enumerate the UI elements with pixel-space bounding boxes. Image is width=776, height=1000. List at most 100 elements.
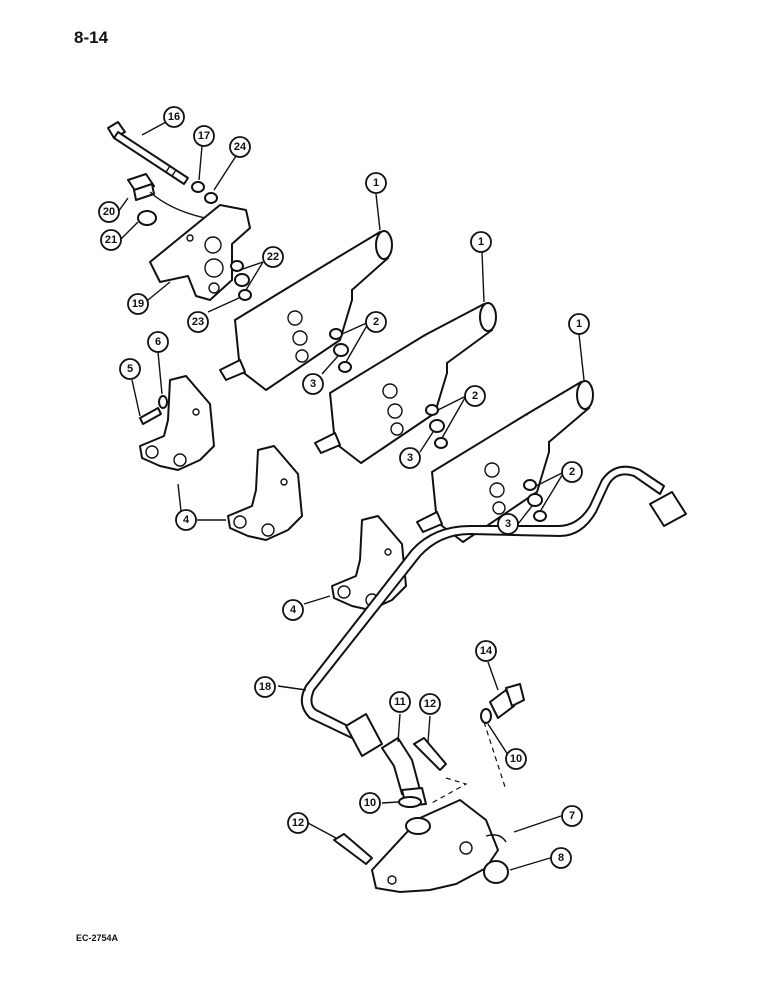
- end-cover-19: [149, 191, 251, 301]
- svg-text:2: 2: [569, 466, 575, 478]
- callout-23: 23: [187, 311, 209, 333]
- capscrew-12a: [413, 737, 447, 771]
- svg-text:17: 17: [198, 130, 210, 142]
- svg-text:3: 3: [505, 518, 511, 530]
- leader-lines: [117, 121, 585, 871]
- capscrew-12b: [333, 833, 373, 865]
- callout-2c: 2: [561, 461, 583, 483]
- svg-text:6: 6: [155, 336, 161, 348]
- tube-18: [300, 465, 687, 757]
- svg-text:7: 7: [569, 810, 575, 822]
- callout-21: 21: [100, 229, 122, 251]
- o-ring-3a: [333, 343, 349, 357]
- callout-14: 14: [475, 640, 497, 662]
- svg-text:21: 21: [105, 234, 117, 246]
- svg-text:11: 11: [394, 696, 406, 708]
- callout-4b: 4: [282, 599, 304, 621]
- callout-10a: 10: [359, 792, 381, 814]
- callout-2b: 2: [464, 385, 486, 407]
- guide-line-14: [483, 721, 507, 791]
- callout-11: 11: [389, 691, 411, 713]
- callout-5: 5: [119, 358, 141, 380]
- callout-1a: 1: [365, 172, 387, 194]
- o-ring-10b: [480, 708, 492, 724]
- svg-text:19: 19: [132, 298, 144, 310]
- callout-4a: 4: [175, 509, 197, 531]
- washer-6: [158, 395, 168, 409]
- washer-24: [204, 192, 218, 204]
- svg-text:8: 8: [558, 852, 564, 864]
- callout-18: 18: [254, 676, 276, 698]
- o-ring-3c: [527, 493, 543, 507]
- callout-17: 17: [193, 125, 215, 147]
- svg-text:12: 12: [424, 698, 436, 710]
- seal-2b-lower: [434, 437, 448, 449]
- svg-text:4: 4: [290, 604, 297, 616]
- callout-10b: 10: [505, 748, 527, 770]
- bracket-4b: [227, 445, 303, 541]
- callout-8: 8: [550, 847, 572, 869]
- svg-text:1: 1: [576, 318, 582, 330]
- svg-text:5: 5: [127, 363, 133, 375]
- callout-3b: 3: [399, 447, 421, 469]
- valve-section-1c: [416, 380, 594, 543]
- callout-7: 7: [561, 805, 583, 827]
- svg-text:1: 1: [373, 177, 379, 189]
- callout-16: 16: [163, 106, 185, 128]
- svg-text:2: 2: [472, 390, 478, 402]
- callout-1b: 1: [470, 231, 492, 253]
- callout-3a: 3: [302, 373, 324, 395]
- seal-2a: [329, 328, 343, 340]
- seal-2b: [425, 404, 439, 416]
- screw-5: [139, 407, 162, 425]
- callout-1c: 1: [568, 313, 590, 335]
- callout-3c: 3: [497, 513, 519, 535]
- callout-12b: 12: [287, 812, 309, 834]
- svg-text:10: 10: [364, 797, 376, 809]
- bracket-4a: [139, 375, 215, 471]
- fitting-14: [489, 683, 525, 719]
- callout-24: 24: [229, 136, 251, 158]
- svg-text:24: 24: [234, 141, 247, 153]
- svg-text:14: 14: [480, 645, 493, 657]
- o-ring-8: [483, 860, 509, 884]
- svg-text:22: 22: [267, 251, 279, 263]
- o-ring-10a: [398, 796, 422, 808]
- svg-text:10: 10: [510, 753, 522, 765]
- seal-2c: [523, 479, 537, 491]
- page-number: 8-14: [74, 28, 109, 47]
- callout-22: 22: [262, 246, 284, 268]
- o-ring-3b: [429, 419, 445, 433]
- valve-section-1b: [314, 302, 497, 464]
- svg-text:18: 18: [259, 681, 271, 693]
- guide-line-12: [429, 777, 468, 805]
- bracket-4c: [331, 515, 407, 611]
- callout-6: 6: [147, 331, 169, 353]
- svg-text:12: 12: [292, 817, 304, 829]
- svg-text:23: 23: [192, 316, 204, 328]
- plug-20: [127, 173, 155, 201]
- bolt-16: [107, 121, 189, 185]
- svg-text:2: 2: [373, 316, 379, 328]
- washer-17: [191, 181, 205, 193]
- o-ring-21: [137, 210, 157, 226]
- seal-23: [238, 289, 252, 301]
- seal-2a-lower: [338, 361, 352, 373]
- svg-text:3: 3: [310, 378, 316, 390]
- seal-22: [230, 260, 244, 272]
- svg-text:16: 16: [168, 111, 180, 123]
- seal-2c-lower: [533, 510, 547, 522]
- figure-code: EC-2754A: [76, 933, 119, 943]
- svg-text:1: 1: [478, 236, 484, 248]
- callout-12a: 12: [419, 693, 441, 715]
- svg-text:3: 3: [407, 452, 413, 464]
- callout-20: 20: [98, 201, 120, 223]
- callout-2a: 2: [365, 311, 387, 333]
- svg-text:4: 4: [183, 514, 190, 526]
- svg-text:20: 20: [103, 206, 115, 218]
- callout-19: 19: [127, 293, 149, 315]
- o-ring-22: [234, 273, 250, 287]
- valve-section-1a: [219, 230, 393, 391]
